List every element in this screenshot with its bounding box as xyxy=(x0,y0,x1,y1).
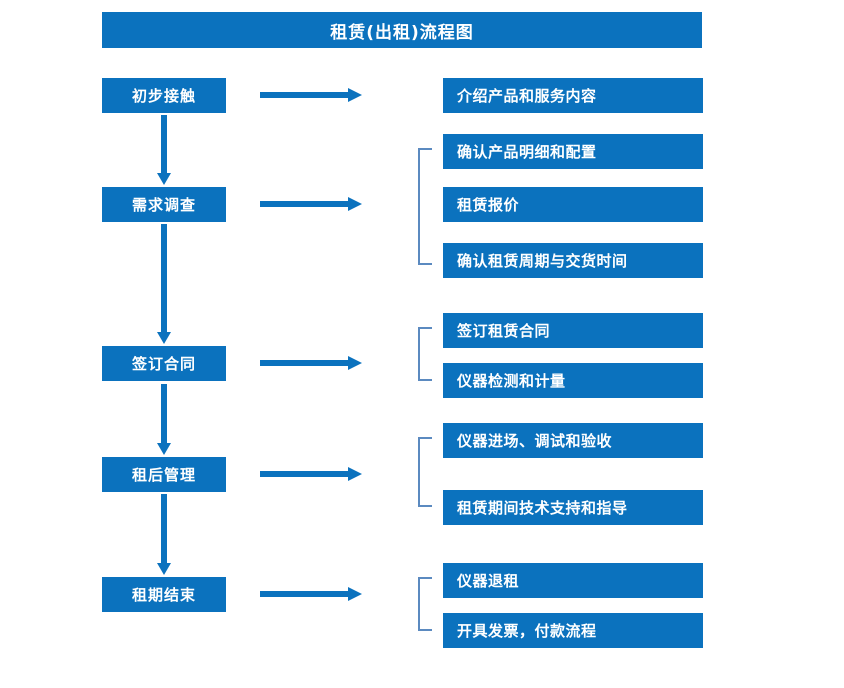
stage-node-4[interactable]: 租后管理 xyxy=(102,457,226,492)
arrow-shaft xyxy=(260,201,348,207)
group-bracket-4 xyxy=(418,577,432,631)
stage-node-2[interactable]: 需求调查 xyxy=(102,187,226,222)
detail-node-1[interactable]: 介绍产品和服务内容 xyxy=(443,78,703,113)
arrow-shaft xyxy=(260,360,348,366)
arrow-head xyxy=(348,356,362,370)
stage-node-5[interactable]: 租期结束 xyxy=(102,577,226,612)
vertical-arrow-1 xyxy=(157,115,171,185)
group-bracket-3 xyxy=(418,437,432,507)
arrow-shaft xyxy=(260,591,348,597)
arrow-head xyxy=(348,88,362,102)
detail-node-4[interactable]: 确认租赁周期与交货时间 xyxy=(443,243,703,278)
detail-node-8[interactable]: 租赁期间技术支持和指导 xyxy=(443,490,703,525)
detail-node-2[interactable]: 确认产品明细和配置 xyxy=(443,134,703,169)
stage-node-1[interactable]: 初步接触 xyxy=(102,78,226,113)
horizontal-arrow-2 xyxy=(260,197,362,211)
detail-node-6[interactable]: 仪器检测和计量 xyxy=(443,363,703,398)
horizontal-arrow-3 xyxy=(260,356,362,370)
horizontal-arrow-1 xyxy=(260,88,362,102)
arrow-head xyxy=(348,197,362,211)
detail-node-3[interactable]: 租赁报价 xyxy=(443,187,703,222)
arrow-head xyxy=(157,563,171,575)
vertical-arrow-3 xyxy=(157,384,171,455)
chart-title: 租赁(出租)流程图 xyxy=(102,12,702,48)
group-bracket-2 xyxy=(418,327,432,381)
arrow-head xyxy=(348,467,362,481)
arrow-shaft xyxy=(161,224,167,332)
detail-node-9[interactable]: 仪器退租 xyxy=(443,563,703,598)
arrow-shaft xyxy=(161,384,167,443)
arrow-shaft xyxy=(161,494,167,563)
arrow-head xyxy=(157,332,171,344)
arrow-shaft xyxy=(260,471,348,477)
vertical-arrow-4 xyxy=(157,494,171,575)
detail-node-5[interactable]: 签订租赁合同 xyxy=(443,313,703,348)
arrow-head xyxy=(348,587,362,601)
arrow-shaft xyxy=(161,115,167,173)
horizontal-arrow-4 xyxy=(260,467,362,481)
detail-node-7[interactable]: 仪器进场、调试和验收 xyxy=(443,423,703,458)
arrow-shaft xyxy=(260,92,348,98)
group-bracket-1 xyxy=(418,148,432,265)
stage-node-3[interactable]: 签订合同 xyxy=(102,346,226,381)
arrow-head xyxy=(157,443,171,455)
arrow-head xyxy=(157,173,171,185)
detail-node-10[interactable]: 开具发票，付款流程 xyxy=(443,613,703,648)
vertical-arrow-2 xyxy=(157,224,171,344)
horizontal-arrow-5 xyxy=(260,587,362,601)
